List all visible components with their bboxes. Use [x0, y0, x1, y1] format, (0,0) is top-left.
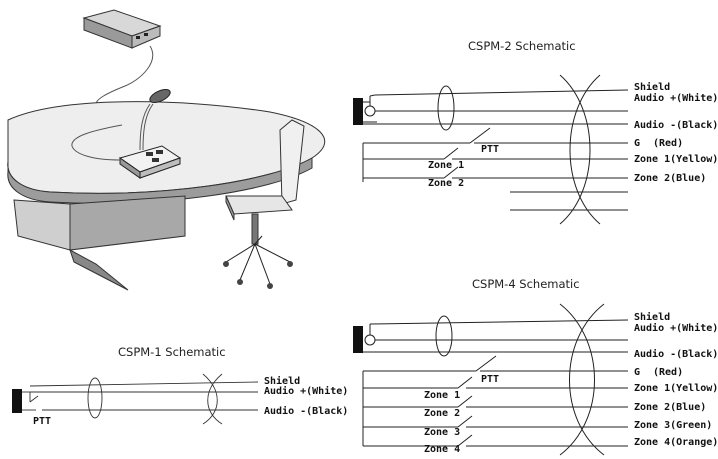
cspm4-zone4-label: Zone 4(Orange)	[634, 437, 718, 448]
conference-table	[7, 101, 326, 291]
controller-box	[82, 9, 162, 49]
cspm1-jack	[12, 389, 22, 413]
cspm4-ptt-label: PTT	[481, 374, 499, 385]
office-chair	[223, 119, 305, 289]
cspm4-zone1-label: Zone 1(Yellow)	[634, 383, 718, 394]
cspm2-schematic: CSPM-2 Schematic Shield Audio +(White) A…	[353, 39, 718, 225]
cspm2-sw-zone1: Zone 1	[428, 160, 464, 171]
cspm1-title: CSPM-1 Schematic	[118, 345, 226, 359]
cspm2-audio-pos-label: Audio +(White)	[634, 92, 718, 104]
cspm2-zone1-label: Zone 1(Yellow)	[634, 154, 718, 165]
cspm4-sw-zone3: Zone 3	[424, 427, 460, 438]
cspm4-jack	[353, 326, 363, 353]
cspm2-title: CSPM-2 Schematic	[468, 39, 576, 53]
cspm4-schematic: CSPM-4 Schematic Shield Audio +(White) A…	[353, 277, 718, 456]
cspm4-audio-neg-label: Audio -(Black)	[634, 348, 718, 360]
cspm1-ptt-label: PTT	[33, 416, 51, 427]
cspm4-sw-zone4: Zone 4	[424, 444, 460, 455]
cspm2-jack	[353, 98, 363, 125]
installation-illustration	[7, 9, 326, 291]
cspm4-title: CSPM-4 Schematic	[472, 277, 580, 291]
cspm1-schematic: CSPM-1 Schematic Shield Audio +(White) A…	[12, 345, 348, 427]
cspm1-audio-neg-label: Audio -(Black)	[264, 405, 348, 417]
cspm2-ground-color: (Red)	[653, 138, 683, 149]
gooseneck-microphone	[71, 89, 182, 179]
cspm4-sw-zone1: Zone 1	[424, 390, 460, 401]
cspm2-sw-zone2: Zone 2	[428, 178, 464, 189]
cspm2-shield-label: Shield	[634, 81, 670, 93]
cspm2-ptt-label: PTT	[481, 144, 499, 155]
cspm2-audio-neg-label: Audio -(Black)	[634, 119, 718, 131]
cspm4-ground-color: (Red)	[653, 367, 683, 378]
cspm4-shield-label: Shield	[634, 311, 670, 323]
cspm4-sw-zone2: Zone 2	[424, 408, 460, 419]
cspm1-audio-pos-label: Audio +(White)	[264, 385, 348, 397]
cspm1-shield-label: Shield	[264, 375, 300, 387]
cspm2-zone2-label: Zone 2(Blue)	[634, 173, 706, 184]
cspm4-ground-label: G	[634, 367, 640, 378]
cspm4-zone2-label: Zone 2(Blue)	[634, 402, 706, 413]
cspm4-zone3-label: Zone 3(Green)	[634, 420, 712, 431]
cspm4-audio-pos-label: Audio +(White)	[634, 322, 718, 334]
cspm2-ground-label: G	[634, 138, 640, 149]
